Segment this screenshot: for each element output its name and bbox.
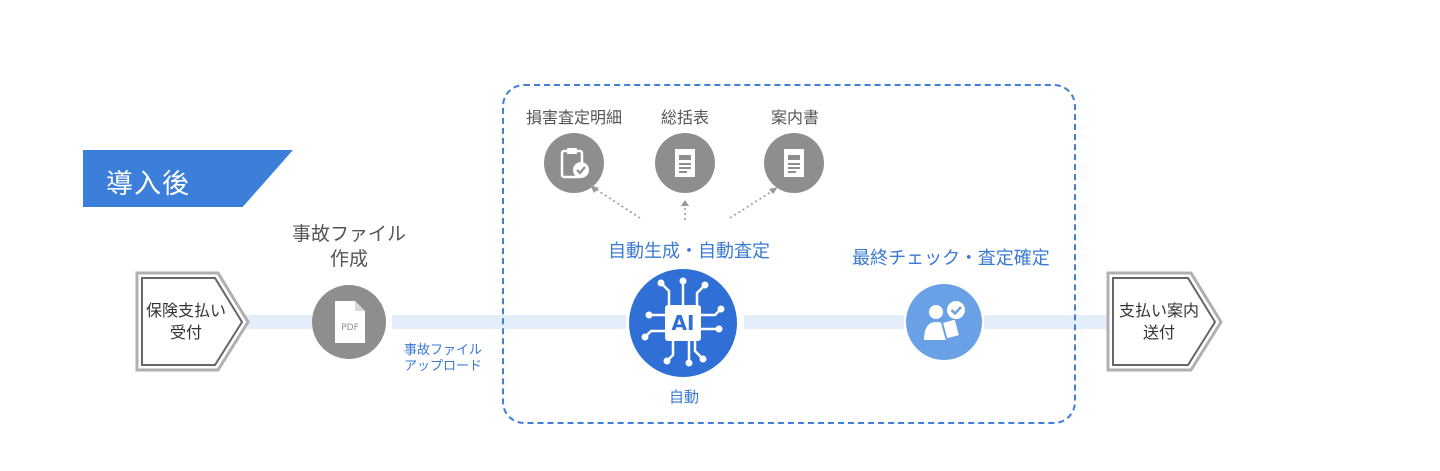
upload-label: 事故ファイル アップロード xyxy=(404,343,482,375)
pdf-file-icon: PDF xyxy=(312,285,386,359)
output-label-guide-document: 案内書 xyxy=(770,108,819,127)
banner-label: 導入後 xyxy=(106,169,190,200)
file-step-title-line1: 事故ファイル xyxy=(291,223,406,245)
automation-area-box xyxy=(502,84,1076,424)
output-label-assessment-details: 損害査定明細 xyxy=(525,108,622,127)
file-step-title-line2: 作成 xyxy=(329,248,368,270)
flow-line-3 xyxy=(744,315,904,329)
document-icon xyxy=(655,133,715,193)
clipboard-check-icon xyxy=(544,133,604,193)
ai-step-title: 自動生成・自動査定 xyxy=(608,241,770,262)
start-node-shape xyxy=(135,271,250,372)
end-node-line2: 送付 xyxy=(1142,323,1175,342)
upload-label-line2: アップロード xyxy=(404,359,483,374)
flow-line-4 xyxy=(984,315,1112,329)
flow-line-1 xyxy=(246,315,312,329)
start-node-line1: 保険支払い xyxy=(145,301,226,320)
upload-label-line1: 事故ファイル xyxy=(404,343,483,358)
end-node-shape xyxy=(1106,271,1223,372)
start-node-line2: 受付 xyxy=(169,323,202,342)
ai-icon-text: AI xyxy=(672,311,695,335)
output-arrows xyxy=(590,185,778,220)
pdf-icon-text: PDF xyxy=(341,323,359,333)
end-node-line1: 支払い案内 xyxy=(1118,301,1199,320)
person-check-icon xyxy=(906,284,982,360)
flow-line-2 xyxy=(392,315,626,329)
start-node-label: 保険支払い 受付 xyxy=(138,300,234,344)
final-step-title: 最終チェック・査定確定 xyxy=(852,248,1050,269)
file-step-title: 事故ファイル 作成 xyxy=(278,222,420,272)
output-label-summary-table: 総括表 xyxy=(660,108,709,127)
document-icon-2 xyxy=(764,133,824,193)
ai-circuit-icon: AI xyxy=(629,269,737,377)
ai-step-caption: 自動 xyxy=(668,388,699,406)
end-node-label: 支払い案内 送付 xyxy=(1110,300,1208,344)
